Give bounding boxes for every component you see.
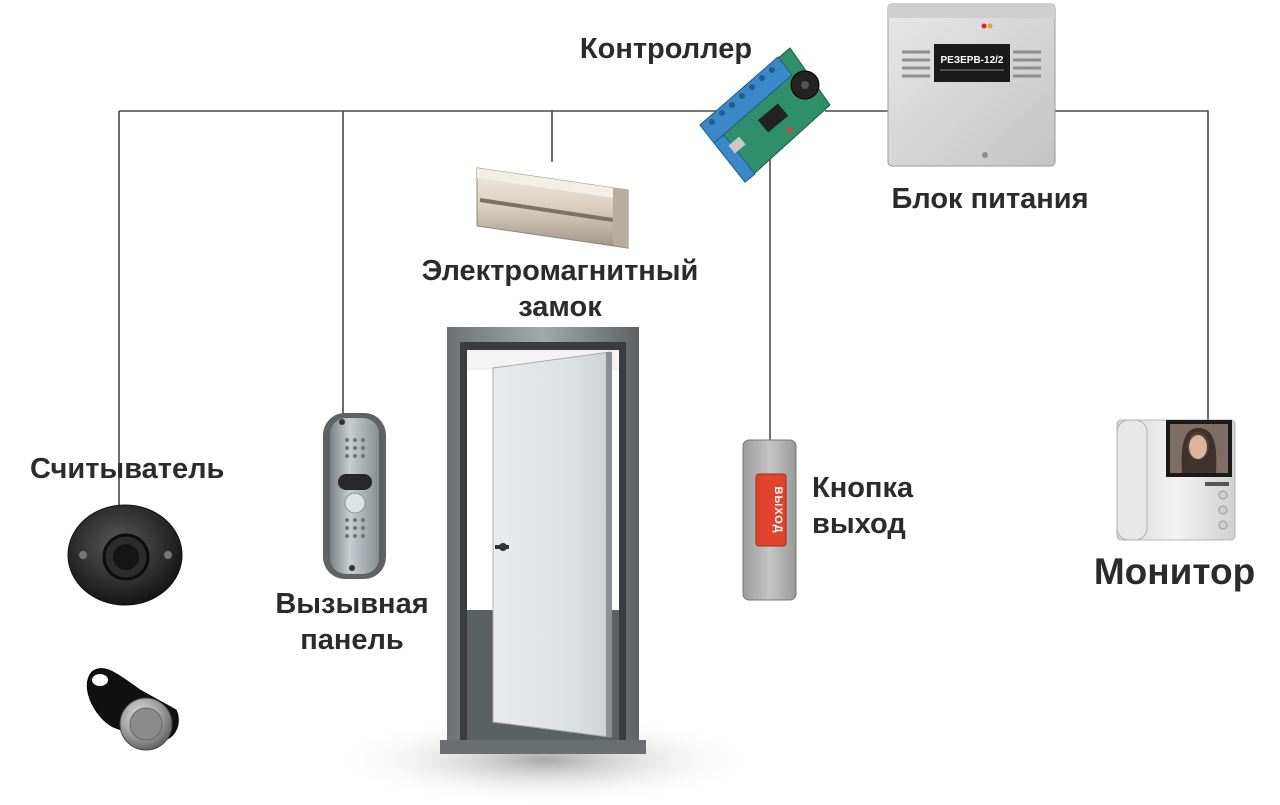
terminal-block [699, 56, 793, 183]
speaker-grille [345, 438, 365, 538]
call-panel-label: Вызывная панель [275, 588, 429, 656]
psu-nameplate [934, 44, 1010, 82]
exit-button-text: ВЫХОД [772, 486, 784, 533]
exit-button-device: ВЫХОД [742, 439, 797, 601]
controller-board [699, 47, 831, 183]
camera-window [338, 474, 372, 490]
video-monitor [1116, 419, 1236, 541]
power-supply-label: Блок питания [891, 183, 1089, 215]
psu-name: РЕЗЕРВ-12/2 [941, 55, 1004, 66]
exit-push-button [755, 473, 787, 547]
monitor-wire [1055, 110, 1209, 420]
wiring [118, 110, 1209, 505]
monitor-label: Монитор [1093, 551, 1256, 592]
handset [1116, 419, 1148, 541]
door-leaf [492, 351, 611, 738]
proximity-reader [67, 504, 183, 606]
electromagnetic-lock [476, 167, 629, 249]
floor-shadow [330, 715, 760, 805]
exit-button-label: Кнопка выход [812, 472, 914, 540]
key-fob [86, 668, 179, 751]
lock-label: Электромагнитный замок [421, 255, 699, 323]
reader-label: Считыватель [30, 453, 225, 485]
controller-label: Контроллер [579, 33, 753, 65]
call-button [344, 492, 366, 514]
call-panel [323, 413, 386, 579]
vent-grille [902, 50, 1041, 78]
door [330, 327, 760, 805]
power-supply: РЕЗЕРВ-12/2 [887, 3, 1056, 167]
monitor-buttons [1218, 490, 1228, 530]
